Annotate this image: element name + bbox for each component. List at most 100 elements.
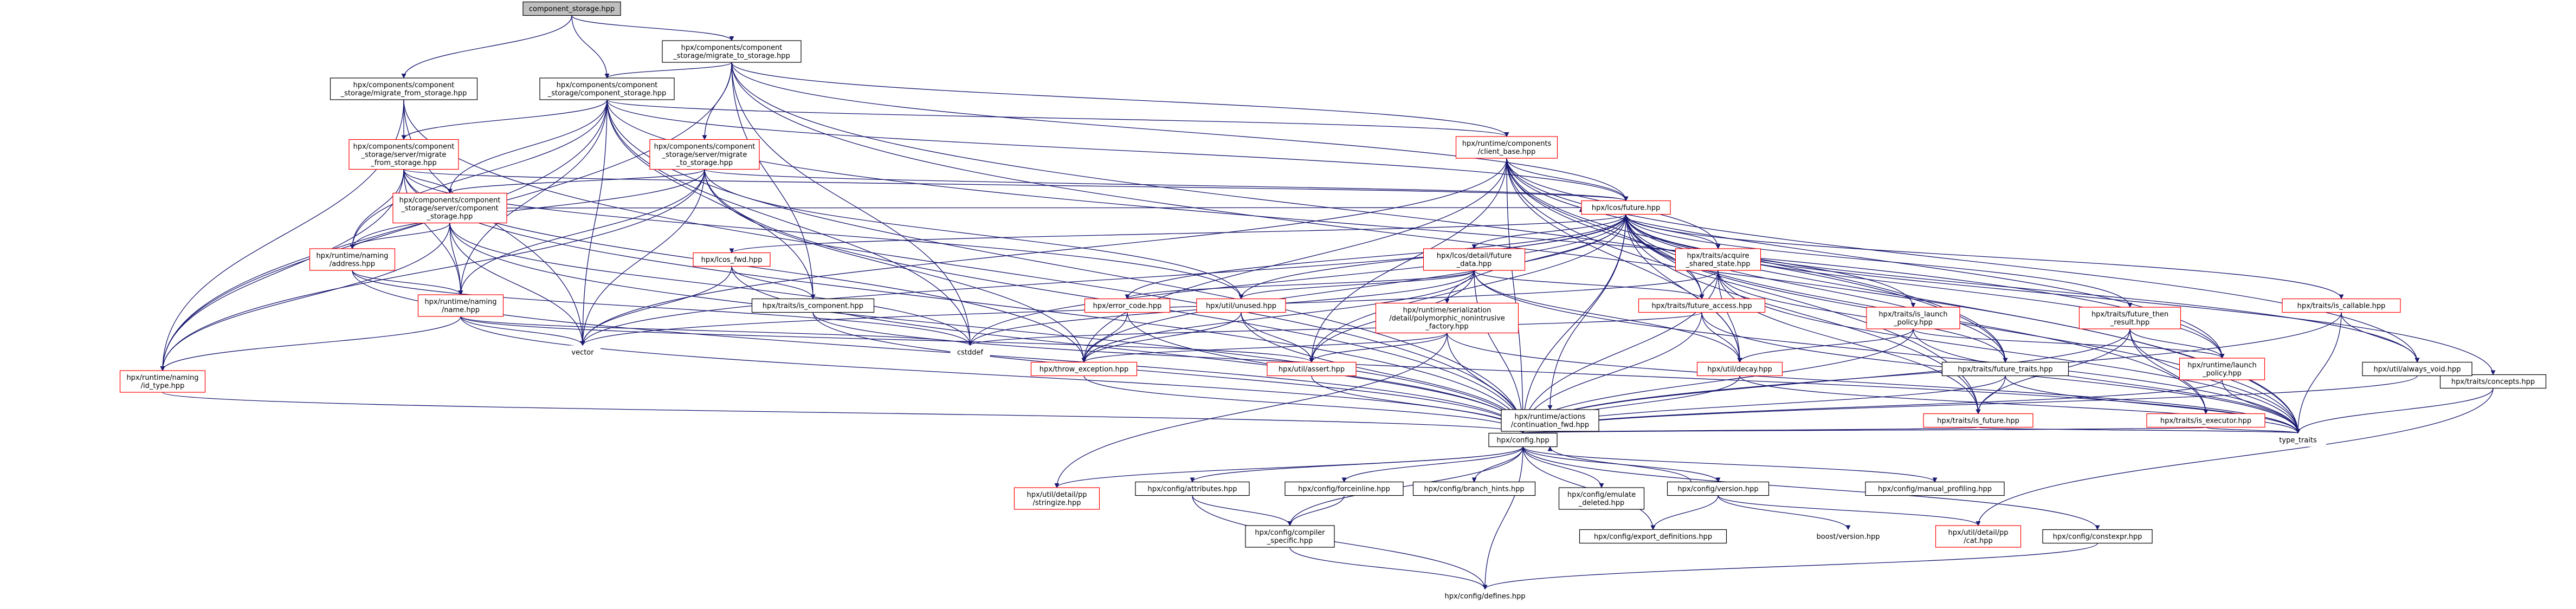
- node-continuation-fwd[interactable]: hpx/runtime/actions/continuation_fwd.hpp: [1501, 409, 1599, 432]
- node-launch-policy[interactable]: hpx/runtime/launch_policy.hpp: [2179, 358, 2265, 380]
- node-future-access[interactable]: hpx/traits/future_access.hpp: [1638, 298, 1766, 313]
- edge-future-to-is-callable: [1625, 214, 2344, 300]
- node-future-then-result[interactable]: hpx/traits/future_then_result.hpp: [2078, 307, 2181, 329]
- node-cstddef: cstddef: [950, 345, 990, 359]
- edge-unused-to-throw-exception: [1081, 312, 1242, 363]
- node-is-launch-policy[interactable]: hpx/traits/is_launch_policy.hpp: [1866, 307, 1960, 329]
- node-lcos-fwd[interactable]: hpx/lcos_fwd.hpp: [693, 252, 771, 267]
- node-label: hpx/util/always_void.hpp: [2373, 366, 2461, 374]
- node-client-base[interactable]: hpx/runtime/components/client_base.hpp: [1455, 136, 1558, 159]
- node-acquire-shared[interactable]: hpx/traits/acquire_shared_state.hpp: [1675, 248, 1761, 271]
- node-future[interactable]: hpx/lcos/future.hpp: [1581, 200, 1671, 215]
- node-forceinline[interactable]: hpx/config/forceinline.hpp: [1284, 481, 1404, 496]
- edge-concepts-to-pp-cat: [1975, 388, 2494, 526]
- edge-future-data-to-config: [1474, 270, 1526, 434]
- node-future-data[interactable]: hpx/lcos/detail/future_data.hpp: [1423, 248, 1526, 271]
- node-label: /id_type.hpp: [141, 382, 185, 390]
- node-is-component[interactable]: hpx/traits/is_component.hpp: [751, 298, 875, 313]
- node-naming-name[interactable]: hpx/runtime/naming/name.hpp: [417, 294, 504, 317]
- node-label: _storage/migrate_from_storage.hpp: [340, 89, 467, 98]
- edge-future-data-to-error-code: [1125, 270, 1475, 300]
- node-box: [1941, 361, 2069, 377]
- edge-future-to-future-traits: [1625, 214, 2008, 363]
- node-polymorphic[interactable]: hpx/runtime/serialization/detail/polymor…: [1375, 302, 1519, 334]
- node-label: /cat.hpp: [1964, 537, 1992, 545]
- node-comp-storage[interactable]: hpx/components/component_storage/compone…: [539, 77, 675, 100]
- node-label: hpx/runtime/naming: [316, 252, 388, 260]
- edge-srv-migrate-to-to-naming-name: [458, 169, 705, 295]
- node-root: component_storage.hpp: [522, 1, 621, 16]
- node-compiler-specific[interactable]: hpx/config/compiler_specific.hpp: [1245, 525, 1335, 548]
- node-decay[interactable]: hpx/util/decay.hpp: [1696, 361, 1783, 377]
- edge-acquire-shared-to-future-traits: [1718, 270, 2008, 363]
- edge-lcos-fwd-to-is-component: [731, 266, 816, 300]
- edge-throw-exception-to-config: [1083, 375, 1526, 434]
- edge-attributes-to-compiler-specific: [1192, 495, 1293, 526]
- node-srv-migrate-from[interactable]: hpx/components/component_storage/server/…: [348, 139, 459, 170]
- node-box: [539, 77, 675, 100]
- node-migrate-to[interactable]: hpx/components/component_storage/migrate…: [662, 40, 802, 63]
- node-box: [1501, 409, 1599, 432]
- node-label: hpx/config.hpp: [1496, 437, 1549, 445]
- edge-config-to-defines: [1482, 446, 1523, 590]
- edge-id-type-to-config: [162, 392, 1525, 434]
- node-is-executor[interactable]: hpx/traits/is_executor.hpp: [2146, 413, 2265, 428]
- node-pp-cat[interactable]: hpx/util/detail/pp/cat.hpp: [1935, 525, 2022, 548]
- node-box: [1455, 136, 1558, 159]
- edge-is-launch-policy-to-launch-policy: [1913, 328, 2225, 359]
- node-label: hpx/runtime/components: [1462, 140, 1552, 148]
- node-label: hpx/lcos/future.hpp: [1592, 204, 1661, 212]
- node-future-traits[interactable]: hpx/traits/future_traits.hpp: [1941, 361, 2069, 377]
- node-naming-address[interactable]: hpx/runtime/naming/address.hpp: [309, 248, 396, 271]
- edge-version-to-config: [1547, 446, 1691, 482]
- node-is-callable[interactable]: hpx/traits/is_callable.hpp: [2282, 298, 2401, 313]
- node-defines: hpx/config/defines.hpp: [1434, 589, 1536, 603]
- node-label: /address.hpp: [330, 260, 375, 268]
- node-is-future[interactable]: hpx/traits/is_future.hpp: [1923, 413, 2033, 428]
- node-srv-comp-storage[interactable]: hpx/components/component_storage/server/…: [392, 192, 507, 224]
- edge-is-executor-to-config: [1521, 426, 2206, 434]
- node-label: hpx/util/detail/pp: [1027, 491, 1087, 499]
- node-label: hpx/util/decay.hpp: [1707, 366, 1772, 374]
- node-export-definitions[interactable]: hpx/config/export_definitions.hpp: [1579, 529, 1727, 544]
- node-stringize[interactable]: hpx/util/detail/pp/stringize.hpp: [1013, 487, 1100, 510]
- node-label: hpx/config/emulate: [1567, 491, 1636, 499]
- edge-migrate-to-to-future: [731, 62, 1629, 202]
- node-label: _policy.hpp: [2202, 370, 2242, 378]
- node-assert[interactable]: hpx/util/assert.hpp: [1267, 361, 1357, 377]
- node-branch-hints[interactable]: hpx/config/branch_hints.hpp: [1412, 481, 1536, 496]
- node-manual-profiling[interactable]: hpx/config/manual_profiling.hpp: [1865, 481, 2005, 496]
- node-box: [2270, 433, 2326, 447]
- node-emulate-deleted[interactable]: hpx/config/emulate_deleted.hpp: [1558, 487, 1645, 510]
- node-srv-migrate-to[interactable]: hpx/components/component_storage/server/…: [649, 139, 760, 170]
- edge-root-to-migrate-to: [571, 15, 734, 41]
- edge-srv-migrate-from-to-config: [403, 169, 1526, 434]
- edge-version-to-export-definitions: [1650, 495, 1719, 530]
- edge-polymorphic-to-assert: [1309, 333, 1448, 363]
- node-box: [662, 40, 802, 63]
- node-box: [751, 298, 875, 313]
- node-label: hpx/config/forceinline.hpp: [1298, 485, 1390, 494]
- node-error-code[interactable]: hpx/error_code.hpp: [1084, 298, 1171, 313]
- node-id-type[interactable]: hpx/runtime/naming/id_type.hpp: [119, 370, 206, 393]
- node-label: hpx/config/manual_profiling.hpp: [1878, 485, 1992, 494]
- node-concepts[interactable]: hpx/traits/concepts.hpp: [2439, 374, 2547, 389]
- node-constexpr[interactable]: hpx/config/constexpr.hpp: [2042, 529, 2153, 544]
- node-config[interactable]: hpx/config.hpp: [1488, 432, 1558, 448]
- node-throw-exception[interactable]: hpx/throw_exception.hpp: [1030, 361, 1138, 377]
- edge-future-then-result-to-launch-policy: [2129, 328, 2225, 359]
- node-box: [1675, 248, 1761, 271]
- node-version[interactable]: hpx/config/version.hpp: [1667, 481, 1770, 496]
- node-unused[interactable]: hpx/util/unused.hpp: [1196, 298, 1286, 313]
- node-box: [522, 1, 621, 16]
- node-label: hpx/lcos/detail/future: [1437, 252, 1512, 260]
- node-label: _storage/component_storage.hpp: [547, 89, 667, 98]
- edge-launch-policy-to-config: [1520, 379, 2223, 434]
- node-box: [1412, 481, 1536, 496]
- node-attributes[interactable]: hpx/config/attributes.hpp: [1135, 481, 1250, 496]
- node-label: hpx/traits/is_executor.hpp: [2160, 417, 2251, 425]
- node-box: [119, 370, 206, 393]
- node-always-void[interactable]: hpx/util/always_void.hpp: [2362, 361, 2472, 377]
- node-label: hpx/config/compiler: [1255, 529, 1325, 537]
- node-migrate-from[interactable]: hpx/components/component_storage/migrate…: [330, 77, 478, 100]
